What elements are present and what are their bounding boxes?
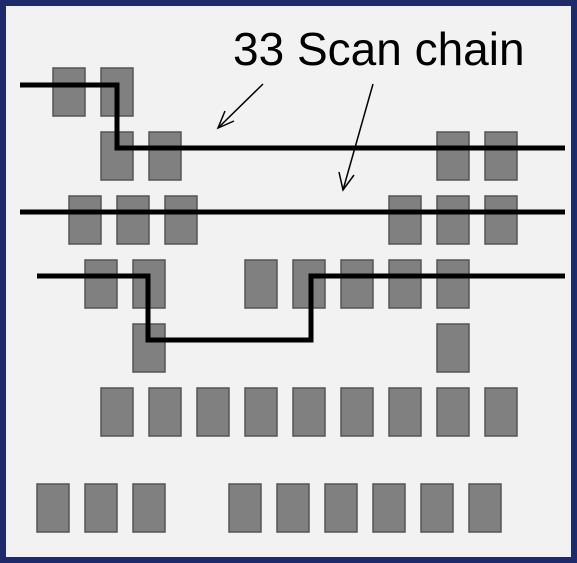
cell-r7-c4 <box>228 483 262 533</box>
cell-r2-c2 <box>148 131 182 181</box>
cell-r4-c1 <box>84 259 118 309</box>
cell-r3-c4 <box>388 195 422 245</box>
cell-r3-c6 <box>484 195 518 245</box>
pointer-arrowhead-left <box>216 110 235 130</box>
cell-r6-c7 <box>388 387 422 437</box>
cell-r4-c6 <box>388 259 422 309</box>
cell-r7-c1 <box>36 483 70 533</box>
cell-r7-c8 <box>420 483 454 533</box>
scan-chain-1-wire <box>20 82 565 151</box>
cell-r6-c6 <box>340 387 374 437</box>
cell-r6-c4 <box>244 387 278 437</box>
label-pointers <box>216 83 374 192</box>
cell-r2-c4 <box>484 131 518 181</box>
cell-r1-c1 <box>52 67 86 117</box>
cell-r2-c3 <box>436 131 470 181</box>
cell-r7-c3 <box>132 483 166 533</box>
cell-r5-c2 <box>436 323 470 373</box>
cell-r3-c5 <box>436 195 470 245</box>
cell-r6-c8 <box>436 387 470 437</box>
cell-r7-c9 <box>468 483 502 533</box>
cell-r3-c1 <box>68 195 102 245</box>
cell-r4-c5 <box>340 259 374 309</box>
cell-r7-c2 <box>84 483 118 533</box>
cell-r3-c3 <box>164 195 198 245</box>
cell-r6-c2 <box>148 387 182 437</box>
pointer-arrow-right <box>342 83 374 191</box>
cell-r6-c5 <box>292 387 326 437</box>
scan-chain-wires <box>20 82 565 343</box>
cell-r6-c9 <box>484 387 518 437</box>
scan-chain-3-wire <box>37 273 565 343</box>
cell-r7-c6 <box>324 483 358 533</box>
cell-r7-c5 <box>276 483 310 533</box>
pointer-arrow-left <box>217 83 264 129</box>
diagram-label: 33 Scan chain <box>233 23 525 75</box>
cell-r4-c7 <box>436 259 470 309</box>
cell-array <box>36 67 518 533</box>
cell-r7-c7 <box>372 483 406 533</box>
cell-r4-c3 <box>244 259 278 309</box>
pointer-arrowhead-right <box>338 171 355 192</box>
cell-r6-c1 <box>100 387 134 437</box>
cell-r3-c2 <box>116 195 150 245</box>
cell-r6-c3 <box>196 387 230 437</box>
